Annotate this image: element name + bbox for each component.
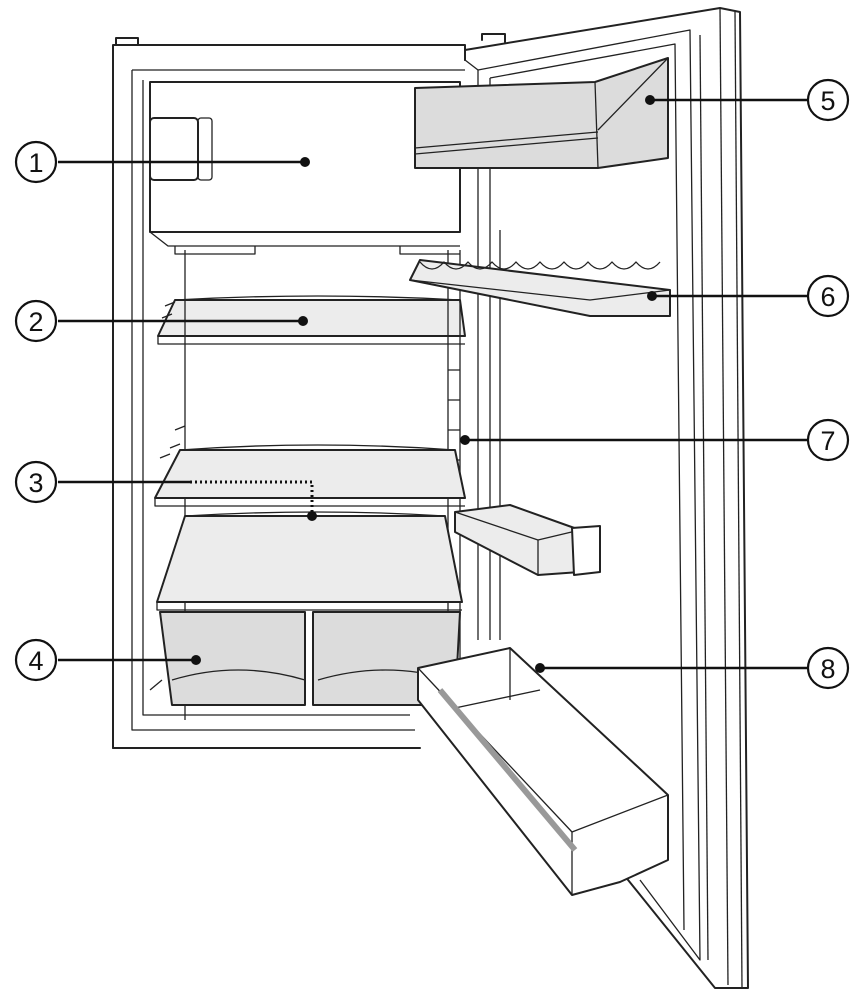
callout-3: 3 [14,460,317,521]
callout-number-6: 6 [820,282,835,312]
callout-7: 7 [460,418,850,462]
callout-number-4: 4 [28,646,43,676]
glass-shelf-upper [157,295,466,345]
glass-shelf-lower [154,444,466,507]
callout-circle-7 [806,418,850,462]
callout-6: 6 [647,274,850,318]
callout-circle-4 [14,638,58,682]
crisper-area [149,511,463,706]
callout-number-1: 1 [28,148,43,178]
bottle-shelf [417,647,669,896]
callout-number-7: 7 [820,426,835,456]
callout-number-8: 8 [820,654,835,684]
callout-circle-1 [14,140,58,184]
callout-circle-8 [806,646,850,690]
callout-circle-5 [806,78,850,122]
callout-4: 4 [14,638,201,682]
door-compartment-top [414,57,669,169]
door-shelf-small [454,504,601,576]
callout-number-5: 5 [820,86,835,116]
callout-circle-3 [14,460,58,504]
callout-circle-6 [806,274,850,318]
callout-circle-2 [14,299,58,343]
callout-5: 5 [645,78,850,122]
egg-tray [409,259,671,317]
callout-number-2: 2 [28,307,43,337]
callout-1: 1 [14,140,310,184]
callout-2: 2 [14,299,308,343]
callout-8: 8 [535,646,850,690]
door [464,7,749,989]
freezer-compartment [149,81,461,255]
callout-number-3: 3 [28,468,43,498]
